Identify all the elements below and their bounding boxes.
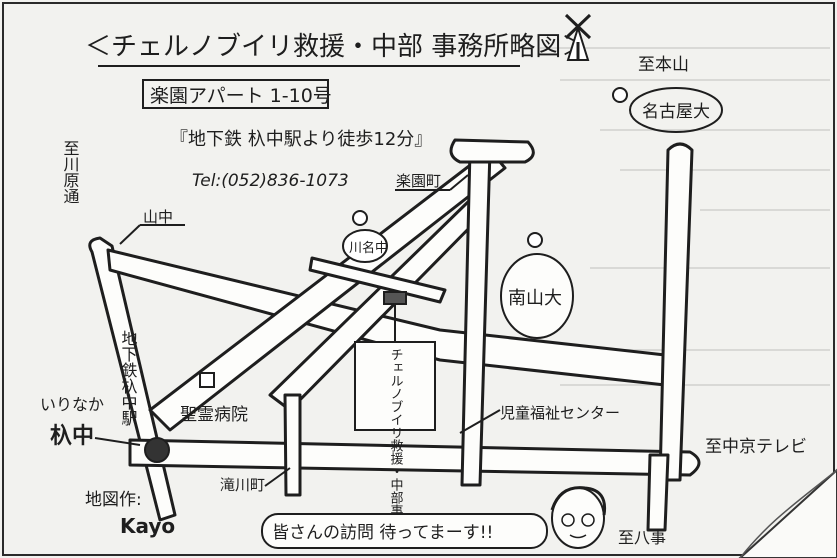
kawana-school-outline bbox=[342, 229, 388, 263]
to-yagoto: 至八事 bbox=[618, 528, 666, 547]
hospital: 聖霊病院 bbox=[180, 405, 248, 425]
road-kawana bbox=[308, 256, 447, 304]
road-rakuen-junction bbox=[449, 138, 535, 164]
credit-label: 地図作: bbox=[85, 490, 142, 510]
school-icon bbox=[352, 210, 368, 226]
office-label: チェルノブイリ救援・中部事務局 bbox=[388, 348, 404, 543]
map-title: ＜チェルノブイリ救援・中部 事務所略図＞ bbox=[85, 32, 587, 62]
yamanaka: 山中 bbox=[143, 208, 173, 226]
irinaka: 杁中 bbox=[50, 423, 94, 449]
welfare-center: 児童福祉センター bbox=[500, 404, 620, 422]
tel-number: Tel:(052)836-1073 bbox=[192, 171, 349, 191]
hospital-icon bbox=[199, 372, 215, 388]
message-bubble bbox=[261, 513, 548, 549]
office-label-box bbox=[354, 341, 436, 431]
school-icon bbox=[527, 232, 543, 248]
road-right-vertical bbox=[658, 142, 694, 482]
address: 楽園アパート 1-10号 bbox=[150, 85, 332, 107]
credit-name: Kayo bbox=[120, 514, 175, 538]
to-chukyo-tv: 至中京テレビ bbox=[705, 437, 807, 457]
nanzan-univ-outline bbox=[500, 253, 574, 339]
person-drawing bbox=[550, 486, 607, 549]
to-kawana: 至川原通 bbox=[61, 140, 80, 204]
nagoya-univ-outline bbox=[629, 87, 723, 133]
to-motoyama: 至本山 bbox=[638, 55, 689, 75]
roads bbox=[88, 138, 701, 532]
welcome-message: 皆さんの訪問 待ってまーす!! bbox=[272, 523, 493, 543]
nanzan-univ: 南山大 bbox=[508, 288, 562, 309]
road-takigawa bbox=[283, 393, 302, 497]
kawana-school: 川名中 bbox=[349, 240, 388, 256]
office-building-icon bbox=[383, 291, 407, 305]
station-icon bbox=[144, 437, 170, 463]
address-box bbox=[142, 79, 329, 109]
access-note: 『地下鉄 杁中駅より徒歩12分』 bbox=[170, 129, 432, 150]
subway-station: 地下鉄杁中駅 bbox=[119, 330, 138, 426]
road-yagoto bbox=[646, 453, 670, 532]
page-curl bbox=[738, 468, 837, 558]
windmill-icon bbox=[564, 13, 592, 61]
road-bottom bbox=[128, 438, 701, 477]
irinaka-kana: いりなか bbox=[40, 395, 104, 414]
show-through-lines bbox=[540, 47, 830, 386]
school-icon bbox=[612, 87, 628, 103]
rakuen-cho: 楽園町 bbox=[396, 172, 441, 190]
nagoya-univ: 名古屋大 bbox=[642, 102, 710, 122]
irinaka-pointer bbox=[94, 437, 141, 446]
takigawa: 滝川町 bbox=[220, 476, 265, 494]
